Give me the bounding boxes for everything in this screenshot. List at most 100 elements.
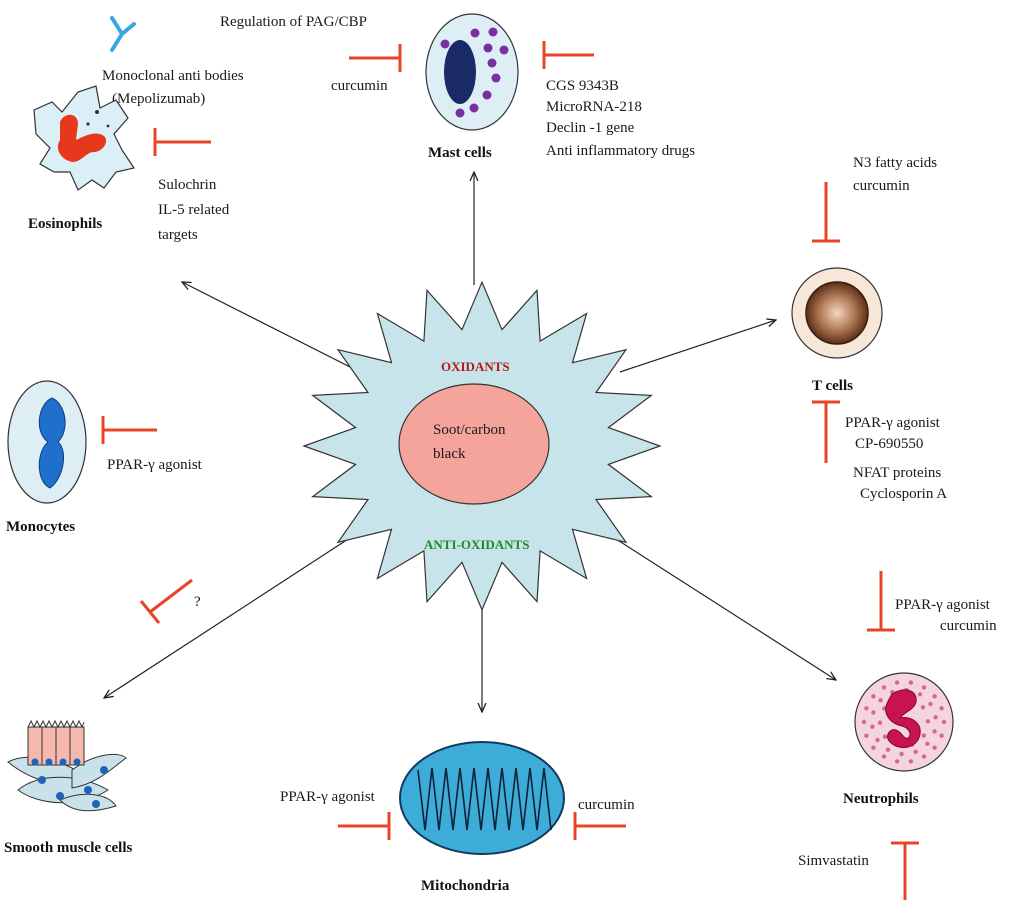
core-label-line2: black (433, 446, 466, 462)
tcell-top-inhibitor-icon (812, 182, 840, 243)
smooth-muscle-label: Smooth muscle cells (4, 840, 132, 856)
arrow-to-t-cells (619, 320, 776, 373)
smooth-unknown-label: ? (194, 594, 201, 610)
neutrophil-granule (921, 733, 926, 738)
neutrophil-granule (925, 719, 931, 724)
mast-right-3: Declin -1 gene (546, 120, 635, 136)
neutrophil-granule (921, 685, 927, 690)
soot-core (398, 383, 550, 505)
neutrophil-granule (864, 733, 869, 738)
mast-right-1: CGS 9343B (546, 78, 619, 94)
smooth-muscle-group: ? Smooth muscle cells (4, 578, 201, 856)
monocyte-inhibitor-icon (101, 416, 157, 444)
neutrophil-granule (882, 734, 888, 739)
smooth-muscle-icon (7, 719, 127, 812)
core-label-line1: Soot/carbon (433, 422, 506, 438)
neutrophil-granule (881, 685, 887, 690)
arrow-to-neutrophils (601, 529, 836, 680)
t-cell-nucleus-icon (805, 281, 869, 345)
neutro-top-2: curcumin (940, 618, 997, 634)
arrow-to-eosinophils (182, 282, 361, 373)
mast-cell-granules-icon (440, 27, 509, 118)
tcell-bottom-3: NFAT proteins (853, 465, 941, 481)
monocyte-nucleus-icon (38, 397, 66, 489)
neutrophil-granule (899, 751, 904, 757)
neutrophil-granule (861, 719, 867, 725)
neutrophil-granule (932, 694, 937, 699)
neutrophil-granule (939, 706, 944, 711)
antioxidants-label: ANTI-OXIDANTS (424, 537, 529, 552)
t-cells-label: T cells (812, 378, 853, 394)
neutrophil-granule (908, 759, 914, 764)
tcell-bottom-inhibitor-icon (812, 400, 840, 463)
neutrophil-granule (871, 745, 876, 750)
t-cell-group: T cells N3 fatty acids curcumin PPAR-γ a… (791, 155, 947, 502)
mito-left-drug: PPAR-γ agonist (280, 789, 376, 805)
neutrophils-label: Neutrophils (843, 791, 919, 807)
mitochondria-label: Mitochondria (421, 878, 510, 894)
arrow-to-smooth-muscle (104, 529, 363, 698)
neutrophil-granule (913, 749, 918, 754)
neutrophil-granule (928, 701, 933, 707)
monocytes-label: Monocytes (6, 519, 75, 535)
eosinophils-label: Eosinophils (28, 216, 102, 232)
eosinophil-nucleus-icon (57, 114, 107, 162)
neutrophil-top-inhibitor-icon (867, 571, 895, 632)
neutro-top-1: PPAR-γ agonist (895, 597, 991, 613)
neutrophil-granule (925, 741, 930, 746)
neutrophil-granule (920, 705, 926, 710)
neutrophil-granule (875, 737, 880, 743)
mast-cells-label: Mast cells (428, 145, 492, 161)
eos-target-2: IL-5 related (158, 202, 230, 218)
neutrophil-group: PPAR-γ agonist curcumin Neutrophils Simv… (798, 571, 997, 900)
mitochondria-icon (399, 741, 565, 855)
neutrophil-granule (871, 694, 876, 699)
eos-target-3: targets (158, 227, 198, 243)
eosinophil-inhibitor-icon (153, 128, 211, 156)
neutrophil-granule (894, 680, 900, 685)
neutrophil-granule (877, 720, 883, 725)
mast-left-inhibitor-icon (349, 44, 402, 72)
neutrophil-nucleus-icon (885, 689, 921, 749)
mast-right-inhibitor-icon (542, 41, 594, 69)
monocyte-drug: PPAR-γ agonist (107, 457, 203, 473)
central-star: OXIDANTS Soot/carbon black ANTI-OXIDANTS (302, 280, 662, 612)
neutrophil-granule (864, 706, 869, 711)
neutrophil-bottom-inhibitor-icon (891, 841, 919, 900)
neutro-bottom: Simvastatin (798, 853, 869, 869)
monocyte-group: Monocytes PPAR-γ agonist (6, 380, 203, 535)
tcell-bottom-2: CP-690550 (855, 436, 923, 452)
mast-cell-group: Mast cells Regulation of PAG/CBP curcumi… (220, 13, 695, 161)
neutrophil-granule (933, 715, 938, 720)
tcell-bottom-1: PPAR-γ agonist (845, 415, 941, 431)
mitochondria-group: Mitochondria PPAR-γ agonist curcumin (280, 741, 635, 894)
mast-right-2: MicroRNA-218 (546, 99, 642, 115)
neutrophil-granule (917, 692, 923, 697)
neutrophil-granule (870, 724, 875, 729)
neutrophil-granule (878, 698, 883, 703)
antibody-icon (110, 16, 136, 52)
eos-target-1: Sulochrin (158, 177, 217, 193)
neutrophil-granule (932, 745, 937, 750)
neutrophil-granule (908, 680, 914, 685)
monocyte-icon (7, 380, 87, 504)
neutrophil-granule (941, 719, 947, 725)
mito-right-drug: curcumin (578, 797, 635, 813)
neutrophil-granule (939, 733, 944, 738)
mito-right-inhibitor-icon (573, 812, 626, 840)
tcell-top-1: N3 fatty acids (853, 155, 937, 171)
antibody-line2: (Mepolizumab) (112, 91, 205, 107)
mito-left-inhibitor-icon (338, 812, 391, 840)
oxidants-label: OXIDANTS (441, 359, 510, 374)
smooth-muscle-unknown-inhibitor-icon (139, 578, 193, 624)
mitochondria-cristae-icon (417, 767, 552, 831)
tcell-bottom-4: Cyclosporin A (860, 486, 947, 502)
neutrophil-granule (921, 754, 927, 759)
neutrophil-granule (894, 759, 900, 764)
mast-left-bottom: curcumin (331, 78, 388, 94)
neutrophil-granule (885, 747, 891, 752)
mast-right-4: Anti inflammatory drugs (546, 143, 695, 159)
eosinophil-group: Monoclonal anti bodies (Mepolizumab) Eos… (28, 16, 244, 243)
